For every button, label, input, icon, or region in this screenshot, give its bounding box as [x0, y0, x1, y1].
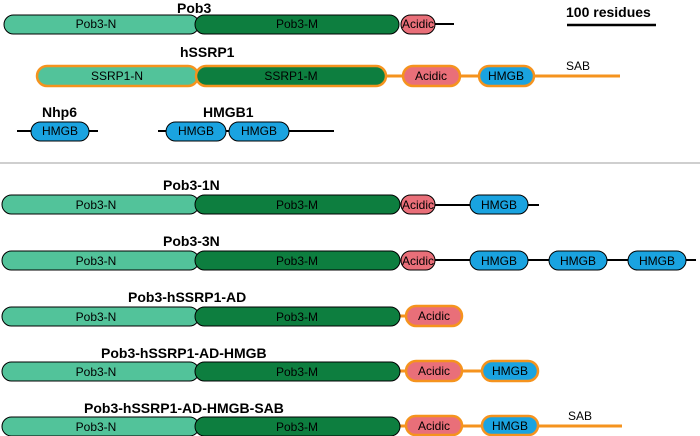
domain-hmgb [469, 250, 529, 271]
domain-hmgb [480, 414, 540, 436]
domain-label: HMGB [178, 124, 214, 138]
domain-pob3-m [194, 194, 401, 215]
domain-label: Pob3-N [76, 365, 117, 379]
domain-label: HMGB [488, 69, 524, 83]
domain-label: Pob3-N [76, 420, 117, 434]
domain-acidic [400, 250, 436, 271]
domain-label: HMGB [481, 254, 517, 268]
domain-acidic [404, 359, 464, 383]
construct-title: Pob3-3N [163, 233, 220, 249]
domain-ssrp1-m [194, 64, 388, 88]
domain-acidic [400, 194, 436, 215]
domain-hmgb [30, 121, 90, 142]
domain-acidic [404, 414, 464, 436]
construct-pob3-hssrp1-ad-hmgb: Pob3-hSSRP1-AD-HMGB Pob3-N Pob3-M Acidic… [1, 345, 540, 383]
domain-label: Pob3-N [76, 254, 117, 268]
domain-hmgb [627, 250, 687, 271]
domain-hmgb [165, 121, 227, 142]
construct-pob3: Pob3 Pob3-N Pob3-M Acidic [3, 0, 454, 35]
domain-label: Pob3-N [76, 17, 117, 31]
domain-label: Pob3-M [276, 365, 318, 379]
domain-pob3-m [194, 250, 401, 271]
construct-nhp6: Nhp6 HMGB [17, 104, 98, 142]
construct-title: Pob3-hSSRP1-AD-HMGB [101, 345, 267, 361]
domain-label: SSRP1-M [264, 69, 317, 83]
domain-label: SSRP1-N [91, 69, 143, 83]
construct-title: Nhp6 [42, 104, 77, 120]
domain-acidic [400, 14, 436, 35]
construct-pob3-hssrp1-ad-hmgb-sab: Pob3-hSSRP1-AD-HMGB-SAB SAB Pob3-N Pob3-… [1, 400, 622, 436]
domain-label: Acidic [415, 69, 447, 83]
domain-label: HMGB [42, 124, 78, 138]
domain-label: HMGB [560, 254, 596, 268]
domain-label: Pob3-M [276, 198, 318, 212]
domain-pob3-m [194, 361, 401, 382]
domain-label: HMGB [492, 419, 528, 433]
domain-label: HMGB [639, 254, 675, 268]
tail-label-sab: SAB [566, 59, 590, 73]
domain-pob3-m [194, 416, 401, 436]
scale-bar-label: 100 residues [566, 4, 651, 20]
domain-acidic [404, 304, 464, 328]
construct-pob3-1n: Pob3-1N Pob3-N Pob3-M Acidic HMGB [1, 177, 539, 215]
domain-pob3-m [194, 306, 401, 327]
construct-pob3-3n: Pob3-3N Pob3-N Pob3-M Acidic HMGB HMGB H… [1, 233, 696, 271]
construct-hmgb1: HMGB1 HMGB HMGB [158, 104, 334, 142]
domain-hmgb [477, 64, 536, 88]
construct-title: HMGB1 [203, 104, 254, 120]
domain-label: Pob3-N [76, 310, 117, 324]
construct-title: hSSRP1 [180, 44, 235, 60]
domain-label: Acidic [418, 419, 450, 433]
domain-label: Pob3-N [76, 198, 117, 212]
domain-hmgb [480, 359, 540, 383]
domain-hmgb [548, 250, 608, 271]
domain-label: Pob3-M [276, 420, 318, 434]
domain-label: Acidic [418, 364, 450, 378]
construct-hssrp1: hSSRP1 SAB SSRP1-N SSRP1-M Acidic HMGB [35, 44, 620, 88]
domain-label: HMGB [481, 198, 517, 212]
domain-label: Acidic [402, 17, 434, 31]
tail-label-sab: SAB [568, 409, 592, 423]
domain-acidic [401, 64, 462, 88]
domain-label: Pob3-M [276, 310, 318, 324]
domain-pob3-m [194, 14, 400, 35]
domain-label: Pob3-M [276, 254, 318, 268]
construct-title: Pob3-1N [163, 177, 220, 193]
construct-title: Pob3-hSSRP1-AD-HMGB-SAB [84, 400, 284, 416]
domain-hmgb [228, 121, 290, 142]
construct-title: Pob3 [177, 0, 211, 16]
domain-label: Acidic [402, 254, 434, 268]
construct-title: Pob3-hSSRP1-AD [128, 289, 246, 305]
domain-label: Acidic [402, 198, 434, 212]
domain-hmgb [469, 194, 529, 215]
domain-label: Acidic [418, 309, 450, 323]
domain-label: HMGB [241, 124, 277, 138]
domain-label: HMGB [492, 364, 528, 378]
construct-pob3-hssrp1-ad: Pob3-hSSRP1-AD Pob3-N Pob3-M Acidic [1, 289, 464, 328]
domain-label: Pob3-M [276, 17, 318, 31]
